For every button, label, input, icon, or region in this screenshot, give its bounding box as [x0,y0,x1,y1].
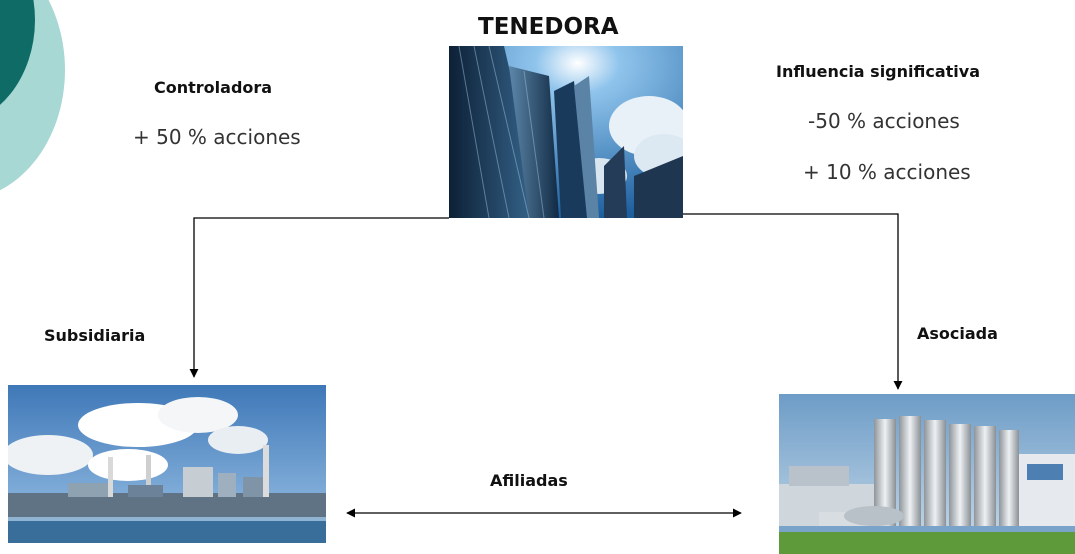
dairy-factory-photo [779,394,1075,554]
influencia-label: Influencia significativa [776,62,981,81]
subsidiaria-label: Subsidiaria [44,326,146,345]
page-title: TENEDORA [478,14,619,40]
line-tenedora-to-asociada [683,213,903,390]
influencia-value-2: + 10 % acciones [803,160,971,184]
controladora-value: + 50 % acciones [133,125,301,149]
power-plant-photo [8,385,326,543]
decorative-arc [0,0,65,191]
influencia-value-1: -50 % acciones [808,109,960,133]
line-tenedora-to-subsidiaria [189,217,449,378]
afiliadas-label: Afiliadas [490,471,568,490]
asociada-label: Asociada [917,324,998,343]
controladora-label: Controladora [154,78,273,97]
skyscrapers-photo [449,46,683,218]
